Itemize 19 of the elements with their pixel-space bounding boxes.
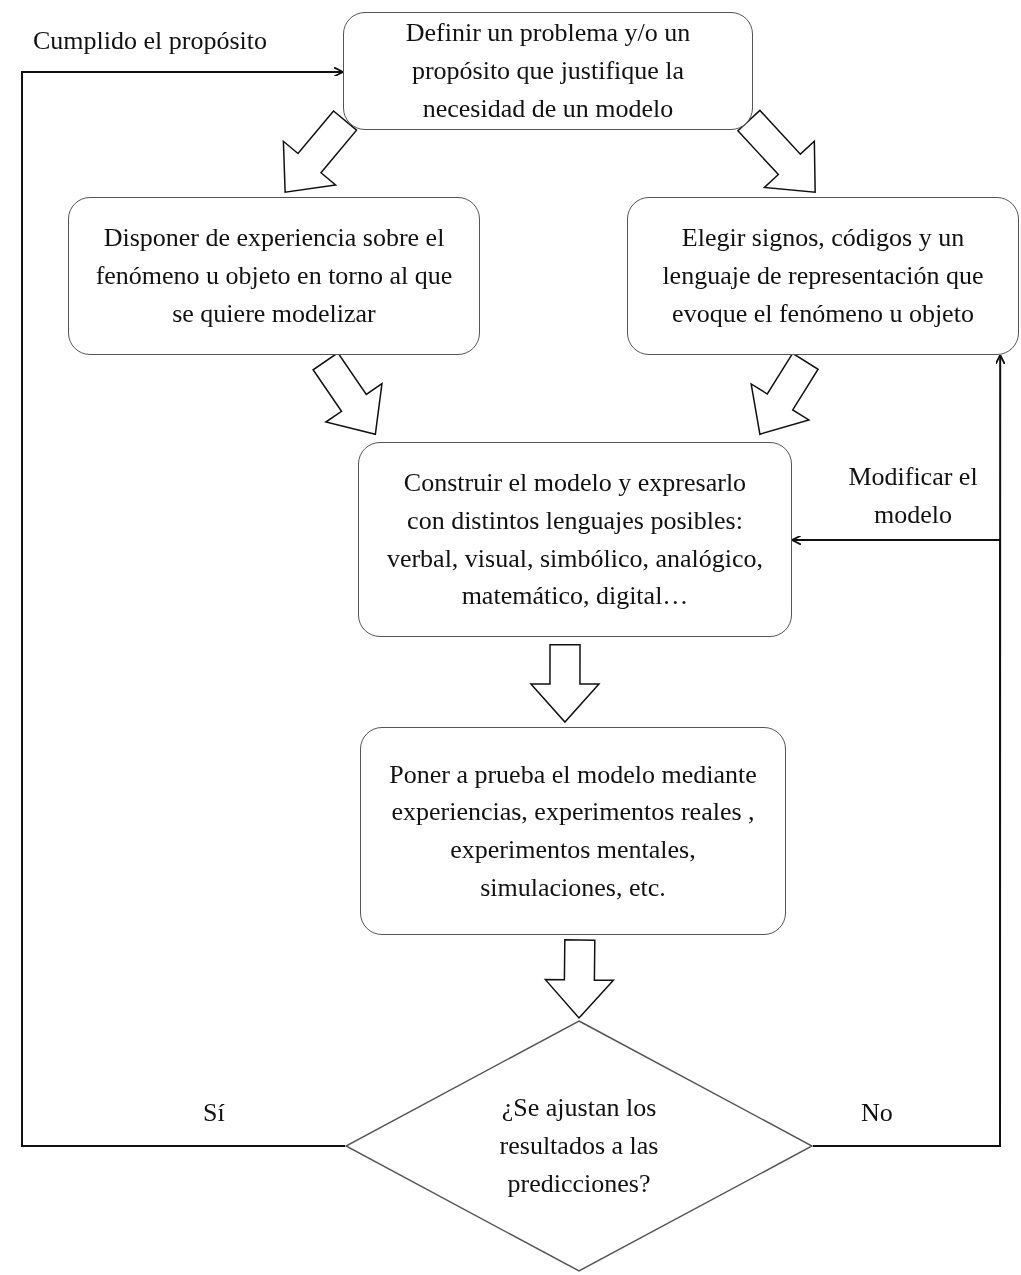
node-text: Definir un problema y/o un propósito que justifique la necesidad de un modelo (404, 17, 692, 125)
block-arrow (282, 109, 358, 194)
arrow (21, 66, 346, 1147)
process-box (343, 12, 753, 130)
process-box (358, 442, 792, 637)
process-box (68, 197, 480, 355)
node-text: Elegir signos, códigos y un lenguaje de representación que evoque el fenómeno u objeto (661, 222, 985, 330)
node-text: Poner a prueba el modelo mediante experiencias, experimentos reales , experimentos mentales, simulaciones, etc. (388, 758, 758, 904)
block-arrow (736, 109, 816, 194)
arrow (791, 534, 1001, 1147)
block-arrow (543, 939, 616, 1020)
process-box (627, 197, 1019, 355)
decision-diamond (345, 1020, 813, 1272)
block-arrow (529, 644, 601, 724)
process-box (360, 727, 786, 935)
node-text: Construir el modelo y expresarlo con distintos lenguajes posibles: verbal, visual, simbólico, analógico, matemático, digital… (385, 467, 765, 613)
node-text: ¿Se ajustan los resultados a las predicciones? (498, 1092, 660, 1200)
block-arrow (750, 352, 820, 436)
node-text: Disponer de experiencia sobre el fenómeno u objeto en torno al que se quiere modelizar (94, 222, 454, 330)
